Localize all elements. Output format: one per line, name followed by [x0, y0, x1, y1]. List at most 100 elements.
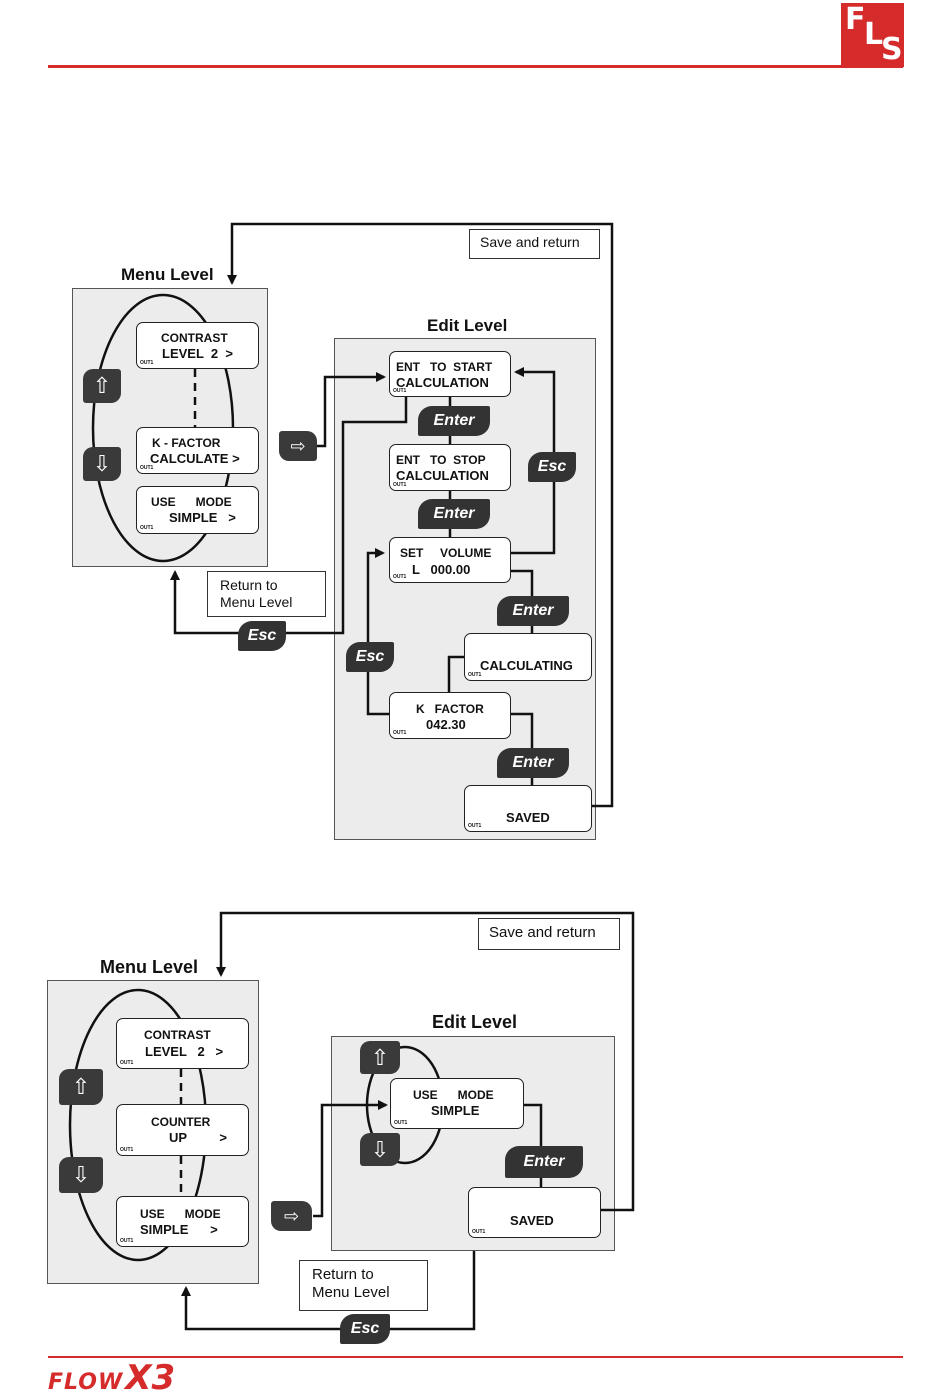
out1-indicator: OUT1 — [120, 1238, 134, 1244]
lcd-line-1: ENT TO STOP — [396, 453, 486, 467]
save-and-return-note-1: Save and return — [469, 229, 600, 259]
logo-letter-f: F — [845, 2, 866, 37]
down-arrow-key-icon[interactable]: ⇩ — [59, 1157, 103, 1193]
esc-key-2[interactable]: Esc — [346, 642, 394, 672]
esc-key-3[interactable]: Esc — [238, 621, 286, 651]
out1-indicator: OUT1 — [140, 525, 154, 531]
lcd-use-mode-1[interactable]: USE MODE SIMPLE > OUT1 — [136, 486, 259, 534]
brand-flow: FLOW — [48, 1370, 124, 1395]
lcd-line-1: K FACTOR — [416, 702, 484, 716]
note-line-2: Menu Level — [220, 594, 293, 610]
enter-key-3[interactable]: Enter — [497, 596, 569, 626]
return-menu-line-2 — [181, 1251, 476, 1331]
lcd-line-1: CONTRAST — [144, 1028, 211, 1042]
edit-level-title-2: Edit Level — [432, 1012, 518, 1032]
return-to-menu-note-1: Return to Menu Level — [207, 571, 326, 617]
to-edit-line-2 — [313, 1100, 388, 1218]
logo-letter-l: L — [864, 17, 884, 52]
lcd-line-1: USE MODE — [413, 1088, 494, 1102]
save-return-line-2 — [216, 911, 635, 1212]
logo-letter-s: S — [881, 32, 903, 67]
lcd-line-1: CONTRAST — [161, 331, 228, 345]
out1-indicator: OUT1 — [468, 672, 482, 678]
lcd-ent-to-start[interactable]: ENT TO START CALCULATION OUT1 — [389, 351, 511, 397]
lcd-line-2: 042.30 — [426, 717, 466, 732]
up-arrow-key-icon[interactable]: ⇧ — [83, 369, 121, 403]
lcd-line-2: CALCULATE > — [150, 451, 240, 466]
up-arrow-key-icon[interactable]: ⇧ — [59, 1069, 103, 1105]
enter-key-1[interactable]: Enter — [418, 406, 490, 436]
lcd-line-1: ENT TO START — [396, 360, 493, 374]
kfactor-esc-to-set — [366, 548, 389, 716]
lcd-contrast-level-2[interactable]: CONTRAST LEVEL 2 > OUT1 — [116, 1018, 249, 1069]
enter-key-4[interactable]: Enter — [497, 748, 569, 778]
out1-indicator: OUT1 — [140, 465, 154, 471]
lcd-calculating[interactable]: CALCULATING OUT1 — [464, 633, 592, 681]
esc-key-1[interactable]: Esc — [528, 452, 576, 482]
return-to-menu-note-2: Return to Menu Level — [299, 1260, 428, 1311]
lcd-line-2: SAVED — [510, 1213, 554, 1228]
out1-indicator: OUT1 — [468, 823, 482, 829]
down-arrow-key-icon[interactable]: ⇩ — [360, 1133, 400, 1166]
note-line-1: Return to — [220, 577, 278, 593]
fls-logo: F L S — [841, 3, 904, 67]
lcd-line-2: LEVEL 2 > — [145, 1044, 224, 1059]
lcd-line-2: UP > — [169, 1130, 227, 1145]
out1-indicator: OUT1 — [394, 1120, 408, 1126]
lcd-use-mode-edit[interactable]: USE MODE SIMPLE OUT1 — [390, 1078, 524, 1129]
lcd-set-volume[interactable]: SET VOLUME L 000.00 OUT1 — [389, 537, 511, 583]
lcd-use-mode-2[interactable]: USE MODE SIMPLE > OUT1 — [116, 1196, 249, 1247]
lcd-line-2: L 000.00 — [412, 562, 471, 577]
lcd-saved-2[interactable]: SAVED OUT1 — [468, 1187, 601, 1238]
return-menu-line-1 — [170, 396, 408, 635]
brand-x3: X3 — [125, 1358, 176, 1398]
to-edit-line-1 — [316, 372, 386, 448]
calculating-to-kfactor — [447, 655, 465, 693]
lcd-line-2: CALCULATING — [480, 658, 573, 673]
menu-level-title-1: Menu Level — [121, 265, 214, 284]
footer-rule — [48, 1356, 903, 1358]
out1-indicator: OUT1 — [393, 388, 407, 394]
menu-level-title-2: Menu Level — [100, 957, 199, 977]
enter-key-2[interactable]: Enter — [418, 499, 490, 529]
lcd-line-1: USE MODE — [151, 495, 232, 509]
lcd-line-1: SET VOLUME — [400, 546, 492, 560]
lcd-line-2: CALCULATION — [396, 468, 489, 483]
out1-indicator: OUT1 — [472, 1229, 486, 1235]
out1-indicator: OUT1 — [393, 574, 407, 580]
lcd-ent-to-stop[interactable]: ENT TO STOP CALCULATION OUT1 — [389, 444, 511, 491]
out1-indicator: OUT1 — [140, 360, 154, 366]
lcd-counter-up[interactable]: COUNTER UP > OUT1 — [116, 1104, 249, 1156]
up-arrow-key-icon[interactable]: ⇧ — [360, 1041, 400, 1074]
esc-key-4[interactable]: Esc — [340, 1314, 390, 1344]
down-arrow-key-icon[interactable]: ⇩ — [83, 447, 121, 481]
out1-indicator: OUT1 — [120, 1060, 134, 1066]
lcd-saved-1[interactable]: SAVED OUT1 — [464, 785, 592, 832]
lcd-line-1: COUNTER — [151, 1115, 211, 1129]
lcd-line-2: SIMPLE — [431, 1103, 480, 1118]
lcd-kfactor-calculate[interactable]: K - FACTOR CALCULATE > OUT1 — [136, 427, 259, 474]
out1-indicator: OUT1 — [393, 730, 407, 736]
flowx3-brand: FLOWX3 — [48, 1358, 175, 1398]
lcd-line-2: SIMPLE > — [140, 1222, 218, 1237]
note-line-1: Return to — [312, 1266, 374, 1283]
lcd-line-1: USE MODE — [140, 1207, 221, 1221]
out1-indicator: OUT1 — [120, 1147, 134, 1153]
save-return-line-1 — [227, 222, 614, 808]
note-line-2: Menu Level — [312, 1284, 390, 1301]
lcd-line-1: K - FACTOR — [152, 436, 221, 450]
edit-level-title-1: Edit Level — [427, 316, 508, 335]
header-rule — [48, 65, 903, 68]
out1-indicator: OUT1 — [393, 482, 407, 488]
right-arrow-key-icon[interactable]: ⇨ — [271, 1201, 312, 1231]
lcd-line-2: SIMPLE > — [169, 510, 236, 525]
enter-key-5[interactable]: Enter — [505, 1146, 583, 1178]
right-arrow-key-icon[interactable]: ⇨ — [279, 431, 317, 461]
lcd-contrast-level-1[interactable]: CONTRAST LEVEL 2 > OUT1 — [136, 322, 259, 369]
lcd-k-factor-value[interactable]: K FACTOR 042.30 OUT1 — [389, 692, 511, 739]
lcd-line-2: CALCULATION — [396, 375, 489, 390]
lcd-line-2: LEVEL 2 > — [162, 346, 233, 361]
save-and-return-note-2: Save and return — [478, 918, 620, 950]
lcd-line-2: SAVED — [506, 810, 550, 825]
